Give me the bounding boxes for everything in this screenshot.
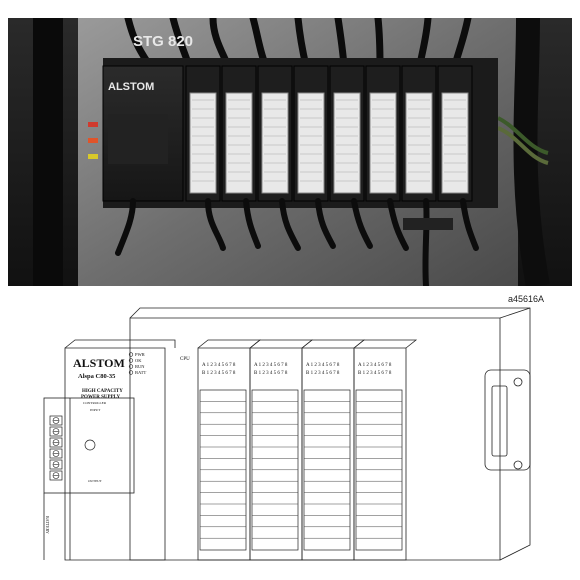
cpu-label: CPU (180, 357, 190, 362)
status-led-label: RUN (135, 364, 145, 369)
terminal-screw (49, 470, 63, 481)
io-channel-row: B 1 2 3 4 5 6 7 8 (202, 371, 236, 376)
photo-io-module (293, 65, 329, 202)
drawing-model: Alspa C80-35 (78, 373, 116, 380)
drawing-brand: ALSTOM (73, 356, 125, 370)
status-led-label: BATT (135, 370, 147, 375)
psu-terminal-block (49, 415, 96, 481)
io-channel-row: A 1 2 3 4 5 6 7 8 (306, 363, 340, 368)
plc-cabinet-photo: STG 820 ALSTOM (8, 18, 572, 286)
end-cap (484, 369, 531, 471)
terminal-screw (49, 459, 63, 470)
io-module: A 1 2 3 4 5 6 7 8 B 1 2 3 4 5 6 7 8 (197, 339, 262, 561)
io-channel-row: B 1 2 3 4 5 6 7 8 (306, 371, 340, 376)
psu-output-label: OUTPUT (88, 479, 103, 483)
terminal-screw (49, 437, 63, 448)
expansion-connector (491, 385, 508, 457)
psu-terminal-leds (88, 122, 98, 159)
status-led-label: PWR (135, 352, 145, 357)
status-led-label: OK (135, 358, 142, 363)
io-channel-row: B 1 2 3 4 5 6 7 8 (358, 371, 392, 376)
psu-title-line2: POWER SUPPLY (81, 395, 121, 400)
bottom-cables (115, 198, 479, 286)
cpu-front-panel (108, 114, 168, 164)
terminal-screw (49, 426, 63, 437)
photo-brand: ALSTOM (108, 81, 154, 93)
rack-outline (129, 307, 531, 561)
plc-line-art: a45616A ALSTOM Alspa C80-35 PWROKRUNBATT… (43, 294, 544, 561)
psu-input-label: INPUT (90, 408, 101, 412)
plc-cabinet-illustration: STG 820 ALSTOM (8, 18, 572, 286)
photo-io-module (329, 65, 365, 202)
photo-io-modules (185, 65, 473, 202)
drawing-io-modules: A 1 2 3 4 5 6 7 8B 1 2 3 4 5 6 7 8A 1 2 … (197, 339, 418, 561)
io-channel-row: A 1 2 3 4 5 6 7 8 (202, 363, 236, 368)
status-led-indicator (128, 352, 134, 357)
status-led-indicator (128, 370, 134, 375)
ground-symbol (84, 439, 96, 451)
battery-label: BATTERY (45, 516, 50, 534)
psu-title-line3: CONTROLLER (83, 401, 107, 405)
photo-io-module (365, 65, 401, 202)
figure-reference: a45616A (508, 294, 544, 304)
cpu-module-outline (64, 347, 166, 561)
io-channel-row: A 1 2 3 4 5 6 7 8 (358, 363, 392, 368)
status-led-indicator (128, 358, 134, 363)
io-module: A 1 2 3 4 5 6 7 8 B 1 2 3 4 5 6 7 8 (353, 339, 418, 561)
power-supply-outline (43, 397, 135, 494)
photo-io-module (437, 65, 473, 202)
photo-io-module (221, 65, 257, 202)
io-module: A 1 2 3 4 5 6 7 8 B 1 2 3 4 5 6 7 8 (249, 339, 314, 561)
terminal-screw (49, 448, 63, 459)
photo-io-module (257, 65, 293, 202)
status-led-indicator (128, 364, 134, 369)
rack-front (129, 317, 501, 561)
psu-title-line1: HIGH CAPACITY (82, 389, 123, 394)
io-channel-row: B 1 2 3 4 5 6 7 8 (254, 371, 288, 376)
terminal-screw (49, 415, 63, 426)
io-channel-row: A 1 2 3 4 5 6 7 8 (254, 363, 288, 368)
cabinet-label: STG 820 (133, 33, 193, 50)
photo-io-module (401, 65, 437, 202)
io-module: A 1 2 3 4 5 6 7 8 B 1 2 3 4 5 6 7 8 (301, 339, 366, 561)
photo-io-module (185, 65, 221, 202)
